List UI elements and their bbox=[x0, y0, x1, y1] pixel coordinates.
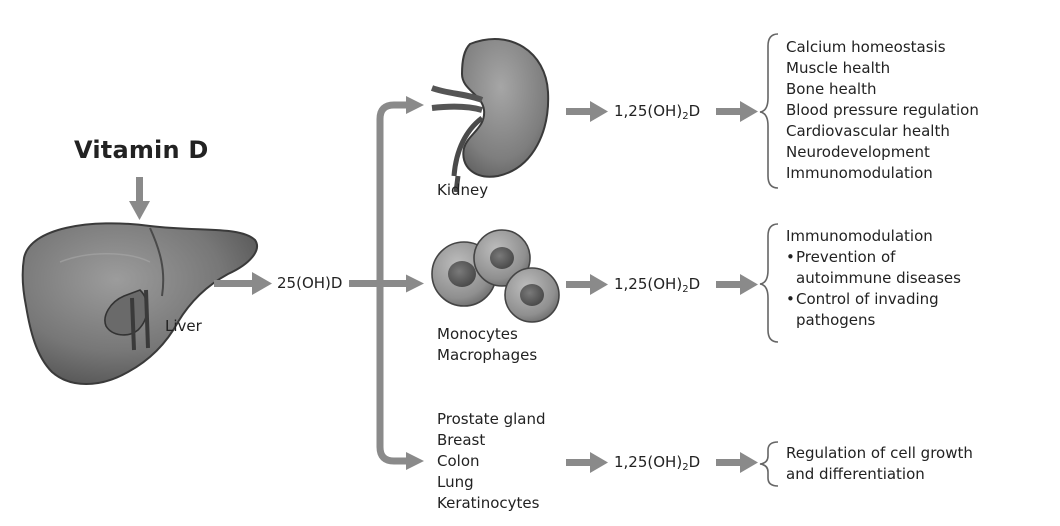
product-label-immune: 1,25(OH)2D bbox=[614, 274, 700, 295]
effect-item: Regulation of cell growth bbox=[786, 444, 973, 462]
immune-cells-label: Monocytes Macrophages bbox=[437, 324, 537, 366]
product-subscript: 2 bbox=[682, 284, 689, 295]
arrow-vitamin-to-liver bbox=[129, 177, 150, 220]
arrow-product-to-tissue-effects bbox=[716, 452, 758, 473]
product-base: 1,25(OH) bbox=[614, 275, 683, 293]
immune-cells-illustration bbox=[431, 229, 560, 323]
arrow-product-to-kidney-effects bbox=[716, 101, 758, 122]
branch-arrowheads bbox=[406, 96, 424, 470]
effect-item: Muscle health bbox=[786, 59, 891, 77]
effect-item: Immunomodulation bbox=[786, 164, 933, 182]
effect-item: Cardiovascular health bbox=[786, 122, 950, 140]
product-base: 1,25(OH) bbox=[614, 453, 683, 471]
brace-kidney-effects bbox=[759, 33, 779, 189]
cell-2 bbox=[473, 229, 531, 287]
product-label-tissues: 1,25(OH)2D bbox=[614, 452, 700, 473]
other-tissues-label: Prostate gland Breast Colon Lung Keratin… bbox=[437, 409, 545, 514]
product-subscript: 2 bbox=[682, 462, 689, 473]
branch-connector bbox=[349, 101, 408, 465]
brace-tissue-effects bbox=[759, 441, 779, 487]
product-suffix: D bbox=[688, 453, 701, 471]
effect-item: and differentiation bbox=[786, 465, 925, 483]
effect-item: Neurodevelopment bbox=[786, 143, 930, 161]
tissue-breast: Breast bbox=[437, 431, 486, 449]
immune-effects-heading: Immunomodulation bbox=[786, 227, 933, 245]
product-base: 1,25(OH) bbox=[614, 102, 683, 120]
effect-bullet-item: Control of invading bbox=[786, 289, 961, 310]
kidney-effects-list: Calcium homeostasis Muscle health Bone h… bbox=[786, 37, 979, 184]
arrow-liver-to-25ohd bbox=[214, 272, 272, 295]
tissue-lung: Lung bbox=[437, 473, 474, 491]
intermediate-25ohd-label: 25(OH)D bbox=[277, 274, 343, 292]
arrow-cells-to-product bbox=[566, 274, 608, 295]
brace-immune-effects bbox=[759, 223, 779, 343]
arrow-kidney-to-product bbox=[566, 101, 608, 122]
macrophages-label: Macrophages bbox=[437, 346, 538, 364]
kidney-illustration bbox=[430, 38, 550, 193]
product-suffix: D bbox=[688, 102, 701, 120]
product-label-kidney: 1,25(OH)2D bbox=[614, 101, 700, 122]
effect-item: Bone health bbox=[786, 80, 877, 98]
monocytes-label: Monocytes bbox=[437, 325, 518, 343]
effect-item: Calcium homeostasis bbox=[786, 38, 946, 56]
product-suffix: D bbox=[688, 275, 701, 293]
product-subscript: 2 bbox=[682, 111, 689, 122]
effect-bullet-continuation: autoimmune diseases bbox=[796, 269, 961, 287]
arrow-product-to-immune-effects bbox=[716, 274, 758, 295]
arrow-tissues-to-product bbox=[566, 452, 608, 473]
immune-effects-list: Immunomodulation Prevention of autoimmun… bbox=[786, 226, 961, 331]
liver-label: Liver bbox=[165, 317, 202, 335]
tissue-prostate: Prostate gland bbox=[437, 410, 546, 428]
tissue-colon: Colon bbox=[437, 452, 480, 470]
effect-bullet-continuation: pathogens bbox=[796, 311, 876, 329]
effect-bullet-item: Prevention of bbox=[786, 247, 961, 268]
tissue-effects-list: Regulation of cell growth and differenti… bbox=[786, 443, 973, 485]
liver-illustration bbox=[21, 222, 258, 385]
tissue-keratinocytes: Keratinocytes bbox=[437, 494, 540, 512]
vitamin-d-title: Vitamin D bbox=[74, 136, 209, 164]
cell-3 bbox=[504, 267, 560, 323]
kidney-label: Kidney bbox=[437, 181, 489, 199]
effect-item: Blood pressure regulation bbox=[786, 101, 979, 119]
